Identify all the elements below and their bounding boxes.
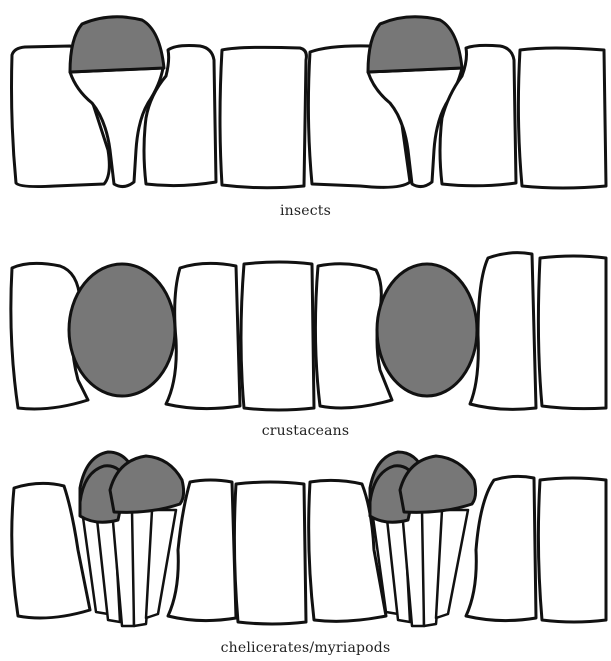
secretory-cell xyxy=(377,264,477,396)
caption-insects: insects xyxy=(0,203,611,219)
crustaceans-panel xyxy=(0,240,611,430)
gland-cluster xyxy=(80,452,184,626)
cell xyxy=(234,482,306,624)
cell xyxy=(538,256,606,409)
cell xyxy=(241,262,314,410)
cell xyxy=(518,48,606,188)
secretory-cell xyxy=(69,264,175,396)
cell xyxy=(466,476,536,620)
cell xyxy=(220,47,306,187)
caption-crustaceans: crustaceans xyxy=(0,423,611,439)
cell xyxy=(470,253,536,410)
cell xyxy=(538,478,606,622)
cell xyxy=(166,263,240,408)
cell xyxy=(12,483,90,618)
secretory-cap xyxy=(368,17,462,72)
insects-panel xyxy=(0,0,611,200)
caption-chelicerates-myriapods: chelicerates/myriapods xyxy=(0,640,611,656)
secretory-cap xyxy=(70,17,164,72)
gland-cluster xyxy=(370,452,476,626)
chelicerates-panel xyxy=(0,440,611,640)
